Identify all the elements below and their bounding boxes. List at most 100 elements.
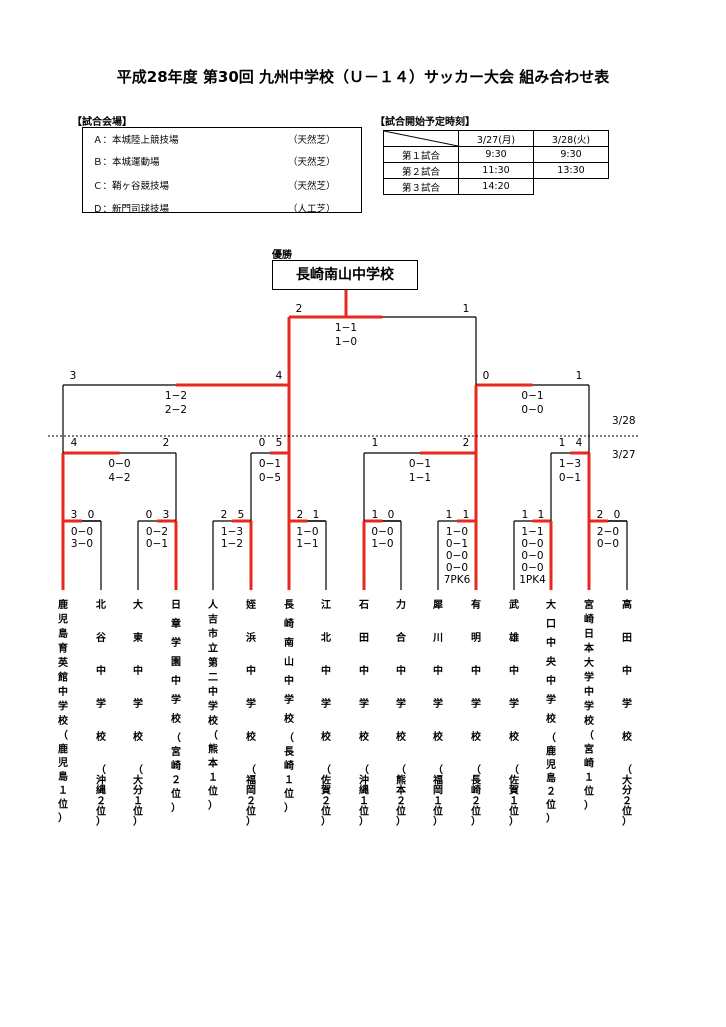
match-goal-left: 0 <box>259 437 266 449</box>
team-name-char: 学 <box>509 697 519 710</box>
team-name-char: 学 <box>58 700 68 713</box>
team-pref-char: 佐 <box>320 773 331 786</box>
team-pref-char: １ <box>584 772 594 784</box>
team-pref-char: 崎 <box>471 784 481 797</box>
match-score-detail: 0−0 <box>371 526 393 538</box>
match-goal-right: 1 <box>576 370 583 382</box>
team-pref-char: 大 <box>133 773 143 786</box>
match-score-detail: 0−1 <box>259 458 281 470</box>
team-pref-char: ） <box>396 815 406 828</box>
team-name-char: 浜 <box>246 631 256 644</box>
team-name-char: 中 <box>284 674 294 687</box>
match-goal-left: 2 <box>597 509 604 521</box>
team-name-char: 東 <box>133 631 143 644</box>
team-pref-char: 沖 <box>96 773 106 786</box>
match-score-detail: 1PK4 <box>519 574 546 586</box>
team-name-char: 学 <box>284 693 294 706</box>
match-score-detail: 0−0 <box>521 562 543 574</box>
team-pref-char: 縄 <box>96 784 106 797</box>
team-pref-char: 位 <box>321 804 331 817</box>
team-pref-char: 鹿 <box>546 744 556 757</box>
team-pref-char: 位 <box>133 804 143 817</box>
team-pref-char: 位 <box>584 785 594 798</box>
team-name-char: 崎 <box>284 617 294 630</box>
team-name-char: 立 <box>208 642 218 655</box>
team-name-char: 校 <box>396 730 407 743</box>
match-score-detail: 0−0 <box>71 526 93 538</box>
match-score-detail: 0−0 <box>521 550 543 562</box>
team-name-char: 人 <box>208 598 219 611</box>
team-pref-char: ） <box>359 815 369 828</box>
champion-label: 優勝 <box>272 250 292 261</box>
team-name-char: 校 <box>171 712 182 725</box>
team-name-char: 合 <box>395 631 407 644</box>
team-pref-char: （ <box>433 763 443 776</box>
team-pref-char: 沖 <box>359 773 369 786</box>
team-pref-char: 位 <box>471 804 481 817</box>
team-pref-char: ） <box>584 799 594 812</box>
team-name-char: 中 <box>58 685 68 698</box>
team-pref-char: 島 <box>58 770 68 783</box>
team-pref-char: （ <box>133 763 143 776</box>
team-pref-char: 宮 <box>584 743 594 756</box>
team-pref-char: １ <box>58 785 68 797</box>
team-name-char: 中 <box>171 674 181 687</box>
team-name-char: 中 <box>584 685 594 698</box>
team-pref-char: 本 <box>208 757 219 770</box>
venue-b: Ｂ：本城運動場 <box>93 157 160 168</box>
team-pref-char: 佐 <box>508 773 519 786</box>
team-pref-char: 熊 <box>396 773 406 786</box>
team-pref-char: ） <box>471 815 481 828</box>
match-score-detail: 1−2 <box>221 538 243 550</box>
team-name-char: 学 <box>471 697 481 710</box>
team-pref-char: １ <box>284 774 294 786</box>
team-name-char: 島 <box>58 627 68 640</box>
team-name-char: 鹿 <box>58 598 68 611</box>
team-pref-char: 岡 <box>246 785 256 797</box>
venue-d: Ｄ：新門司球技場 <box>93 204 170 215</box>
team-pref-char: 分 <box>133 784 143 797</box>
team-name-char: 学 <box>171 693 181 706</box>
team-name-char: 館 <box>57 671 68 684</box>
team-pref-char: （ <box>96 763 106 776</box>
team-name-char: 中 <box>321 664 331 677</box>
team-name-char: 有 <box>471 598 481 611</box>
match-goal-left: 2 <box>297 509 304 521</box>
team-name-char: 中 <box>433 664 443 677</box>
team-name-char: 校 <box>284 712 295 725</box>
team-pref-char: ２ <box>321 795 331 807</box>
team-pref-char: 児 <box>57 756 68 769</box>
team-name-char: 学 <box>584 671 594 684</box>
match-goal-right: 5 <box>238 509 245 521</box>
final-score-detail: 1−0 <box>335 336 357 348</box>
team-pref-char: ２ <box>471 795 481 807</box>
team-name-char: 学 <box>359 697 369 710</box>
team-pref-char: 位 <box>359 804 369 817</box>
team-name-char: 川 <box>432 632 443 644</box>
team-pref-char: ） <box>58 811 68 824</box>
team-pref-char: １ <box>509 795 519 807</box>
team-pref-char: 崎 <box>584 757 594 770</box>
match-goal-right: 2 <box>163 437 170 449</box>
match-goal-right: 5 <box>276 437 283 449</box>
team-name-char: 園 <box>171 656 181 668</box>
team-name-char: 育 <box>58 642 68 655</box>
match-score-detail: 0−0 <box>446 550 468 562</box>
team-name-char: 中 <box>509 664 519 677</box>
team-name-char: 山 <box>284 655 294 668</box>
match-goal-left: 1 <box>372 509 379 521</box>
match-goal-left: 3 <box>70 370 77 382</box>
team-name-char: 中 <box>96 664 106 677</box>
team-name-char: 央 <box>546 655 557 668</box>
team-pref-char: ） <box>622 815 632 828</box>
team-name-char: 中 <box>622 664 632 677</box>
team-name-char: 二 <box>208 672 218 684</box>
final-goal-left: 2 <box>296 303 303 315</box>
match-score-detail: 0−1 <box>146 538 168 550</box>
team-name-char: 北 <box>321 631 331 644</box>
team-pref-char: （ <box>471 763 481 776</box>
match-goal-right: 3 <box>163 509 170 521</box>
team-pref-char: 縄 <box>359 784 369 797</box>
team-name-char: 姪 <box>246 598 256 611</box>
team-pref-char: ） <box>509 815 519 828</box>
